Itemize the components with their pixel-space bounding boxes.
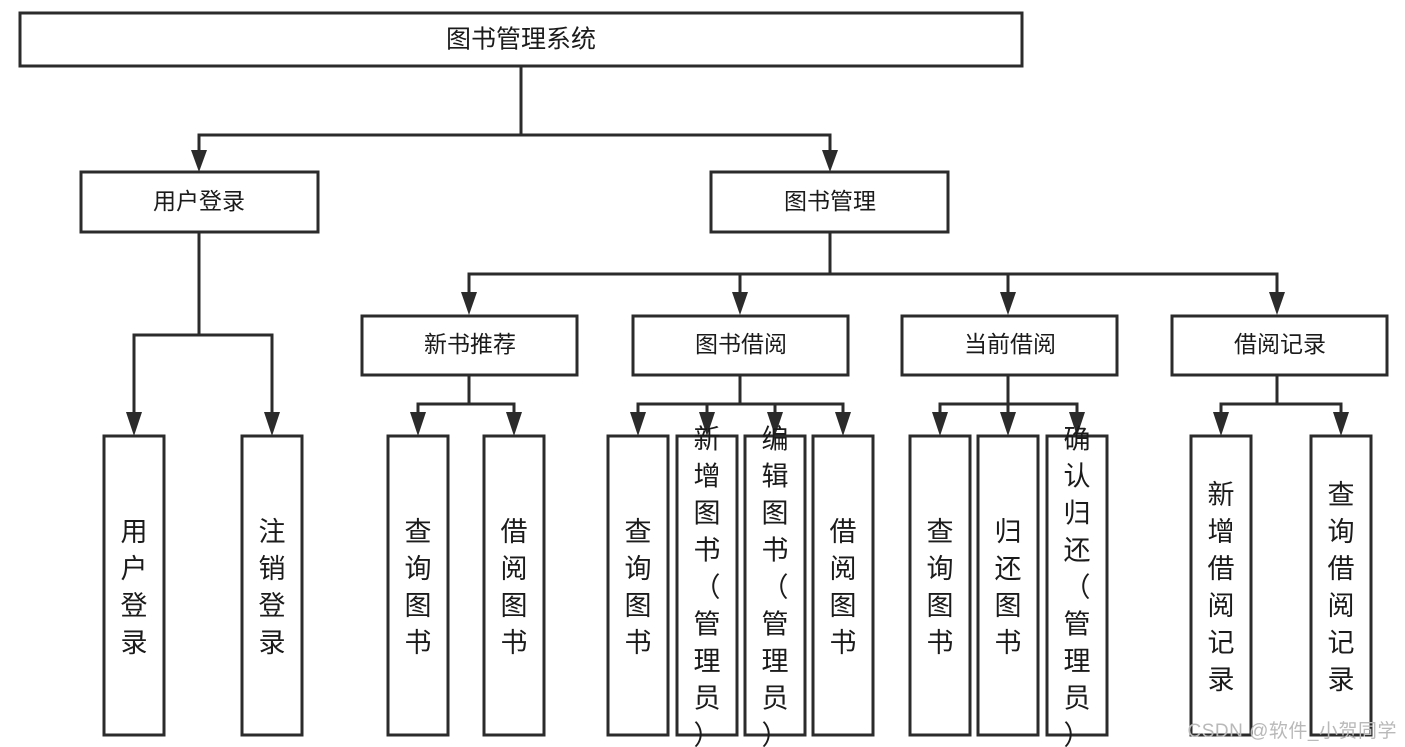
connector-layer <box>126 64 1349 436</box>
leaf-user-login-login-box[interactable] <box>102 434 166 737</box>
leaf-user-login-login-label: 用户登录 <box>121 517 148 658</box>
leaf-newbooks-query-label: 查询图书 <box>405 517 432 658</box>
node-borrow-records-box[interactable] <box>1170 314 1389 377</box>
node-root-label: 图书管理系统 <box>446 26 596 54</box>
leaf-borrow-edit-book-box[interactable] <box>743 434 807 737</box>
leaf-borrow-add-book-box[interactable] <box>675 434 739 737</box>
leaf-borrow-borrow-book-label: 借阅图书 <box>830 517 857 658</box>
leaf-borrow-query[interactable]: 查询图书 <box>606 434 670 737</box>
node-root-system[interactable]: 图书管理系统 <box>18 11 1024 68</box>
arrow-borrow-leaf-4 <box>835 412 851 436</box>
leaf-user-login-logout-box[interactable] <box>240 434 304 737</box>
node-user-login-label: 用户登录 <box>153 188 245 214</box>
node-borrow-records[interactable]: 借阅记录 <box>1170 314 1389 377</box>
node-current-borrow-box[interactable] <box>900 314 1119 377</box>
leaf-current-confirm-return-label: 确认归还（管理员） <box>1064 424 1091 747</box>
arrow-bookmgmt-new-books <box>461 292 477 315</box>
node-book-management[interactable]: 图书管理 <box>709 170 950 234</box>
arrow-bookmgmt-records <box>1269 292 1285 315</box>
leaf-records-query-label: 查询借阅记录 <box>1328 480 1355 695</box>
leaf-borrow-borrow-book[interactable]: 借阅图书 <box>811 434 875 737</box>
leaf-borrow-edit-book[interactable]: 编辑图书（管理员） <box>743 424 807 747</box>
leaf-newbooks-borrow-label: 借阅图书 <box>501 517 528 658</box>
leaf-records-query[interactable]: 查询借阅记录 <box>1309 434 1373 737</box>
node-book-management-label: 图书管理 <box>784 188 876 214</box>
node-current-borrow[interactable]: 当前借阅 <box>900 314 1119 377</box>
leaf-current-return-box[interactable] <box>976 434 1040 737</box>
node-user-login[interactable]: 用户登录 <box>79 170 320 234</box>
leaf-borrow-add-book[interactable]: 新增图书（管理员） <box>675 424 739 747</box>
leaf-current-query[interactable]: 查询图书 <box>908 434 972 737</box>
arrow-records-leaf-2 <box>1333 412 1349 436</box>
leaf-user-login-logout-label: 注销登录 <box>259 517 286 658</box>
leaf-records-add[interactable]: 新增借阅记录 <box>1189 434 1253 737</box>
leaf-user-login-login[interactable]: 用户登录 <box>102 434 166 737</box>
leaf-newbooks-query[interactable]: 查询图书 <box>386 434 450 737</box>
node-book-borrow[interactable]: 图书借阅 <box>631 314 850 377</box>
arrow-newbooks-leaf-2 <box>506 412 522 436</box>
arrow-borrow-leaf-2 <box>699 412 715 436</box>
node-borrow-records-label: 借阅记录 <box>1234 331 1326 357</box>
arrow-borrow-leaf-1 <box>630 412 646 436</box>
arrow-root-to-user-login <box>191 150 207 172</box>
leaf-current-query-box[interactable] <box>908 434 972 737</box>
leaf-current-query-label: 查询图书 <box>927 517 954 658</box>
arrow-root-to-book-mgmt <box>822 150 838 172</box>
arrow-userlogin-leaf-1 <box>126 412 142 436</box>
node-new-book-recommend-box[interactable] <box>360 314 579 377</box>
leaf-current-confirm-return-box[interactable] <box>1045 434 1109 737</box>
arrow-current-leaf-1 <box>932 412 948 436</box>
node-user-login-box[interactable] <box>79 170 320 234</box>
node-new-book-recommend[interactable]: 新书推荐 <box>360 314 579 377</box>
node-new-book-recommend-label: 新书推荐 <box>424 331 516 357</box>
arrow-newbooks-leaf-1 <box>410 412 426 436</box>
leaf-current-confirm-return[interactable]: 确认归还（管理员） <box>1045 424 1109 747</box>
arrow-current-leaf-3 <box>1069 412 1085 436</box>
leaf-current-return[interactable]: 归还图书 <box>976 434 1040 737</box>
leaf-records-add-box[interactable] <box>1189 434 1253 737</box>
arrow-records-leaf-1 <box>1213 412 1229 436</box>
node-current-borrow-label: 当前借阅 <box>964 331 1056 357</box>
leaf-borrow-add-book-label: 新增图书（管理员） <box>694 424 721 747</box>
node-book-borrow-label: 图书借阅 <box>695 331 787 357</box>
leaf-borrow-borrow-book-box[interactable] <box>811 434 875 737</box>
leaf-borrow-edit-book-label: 编辑图书（管理员） <box>762 424 789 747</box>
arrow-borrow-leaf-3 <box>767 412 783 436</box>
arrow-bookmgmt-borrow <box>732 292 748 315</box>
node-root-box[interactable] <box>18 11 1024 68</box>
arrow-userlogin-leaf-2 <box>264 412 280 436</box>
leaf-newbooks-borrow-box[interactable] <box>482 434 546 737</box>
leaf-borrow-query-box[interactable] <box>606 434 670 737</box>
leaf-user-login-logout[interactable]: 注销登录 <box>240 434 304 737</box>
leaf-borrow-query-label: 查询图书 <box>625 517 652 658</box>
leaf-records-query-box[interactable] <box>1309 434 1373 737</box>
leaf-newbooks-query-box[interactable] <box>386 434 450 737</box>
node-book-borrow-box[interactable] <box>631 314 850 377</box>
arrow-bookmgmt-current <box>1000 292 1016 315</box>
leaf-records-add-label: 新增借阅记录 <box>1208 480 1235 695</box>
node-book-management-box[interactable] <box>709 170 950 234</box>
arrow-current-leaf-2 <box>1000 412 1016 436</box>
leaf-current-return-label: 归还图书 <box>995 517 1022 658</box>
leaf-newbooks-borrow[interactable]: 借阅图书 <box>482 434 546 737</box>
